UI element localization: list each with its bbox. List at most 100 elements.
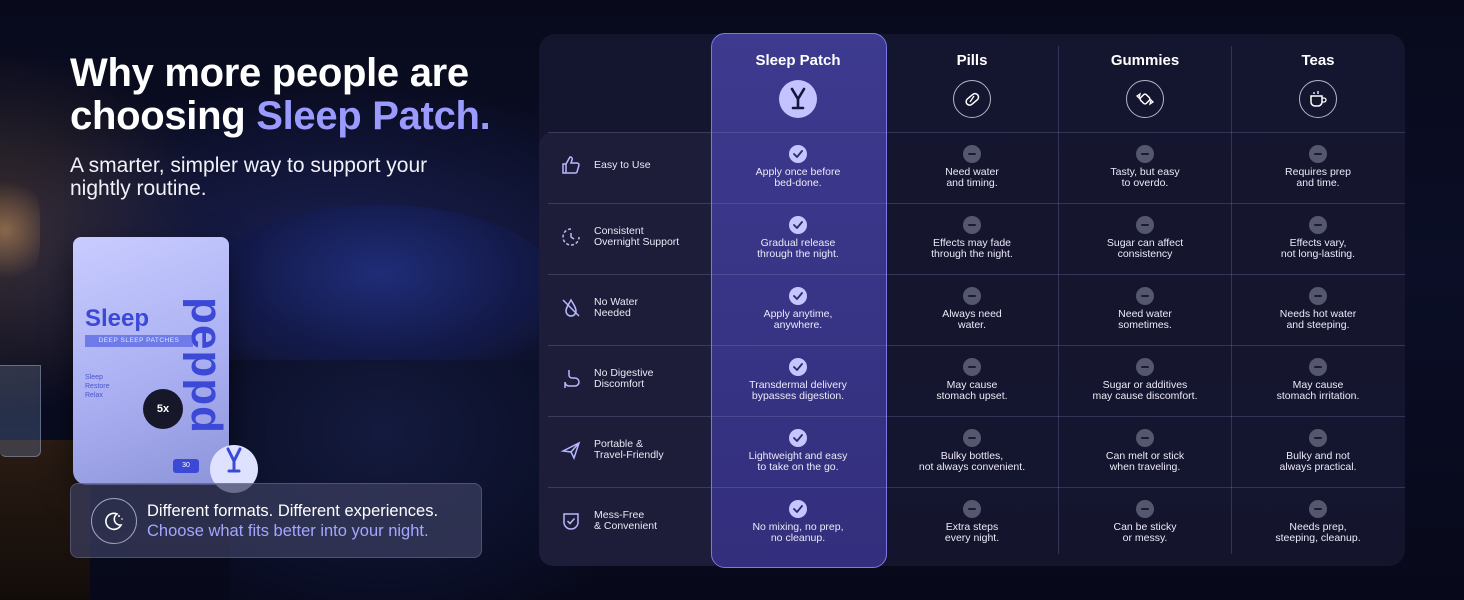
check-icon: [789, 287, 807, 305]
row-divider: [548, 203, 1405, 204]
row-divider: [548, 132, 1405, 133]
feature-label: No Digestive Discomfort: [594, 367, 654, 390]
dash-icon: [963, 216, 981, 234]
dash-icon: [1136, 429, 1154, 447]
row-divider: [548, 487, 1405, 488]
no-water-icon: [562, 298, 580, 317]
feature-label: Mess-Free & Convenient: [594, 509, 658, 532]
comparison-cell: Apply anytime, anywhere.: [711, 287, 885, 331]
cell-text: Can melt or stick when traveling.: [1105, 450, 1185, 473]
water-glass: [0, 365, 41, 457]
comparison-cell: Effects may fade through the night.: [885, 216, 1059, 260]
comparison-cell: Can melt or stick when traveling.: [1058, 429, 1232, 473]
row-divider: [548, 416, 1405, 417]
column-header-teas: Teas: [1301, 52, 1335, 69]
feature-label: Easy to Use: [594, 158, 651, 171]
dash-icon: [1309, 429, 1327, 447]
cell-text: Tasty, but easy to overdo.: [1110, 166, 1180, 189]
comparison-cell: Always need water.: [885, 287, 1059, 331]
tea-cup-icon: [1299, 80, 1337, 118]
cell-text: Always need water.: [942, 308, 1002, 331]
feature-overnight-support: Consistent Overnight Support: [560, 226, 679, 248]
pouch-count: 30: [173, 459, 199, 473]
dash-icon: [963, 145, 981, 163]
pouch-name: Sleep: [85, 305, 150, 332]
comparison-cell: Bulky and not always practical.: [1231, 429, 1405, 473]
lamp-glow: [0, 170, 40, 290]
dash-icon: [1136, 358, 1154, 376]
comparison-cell: Effects vary, not long-lasting.: [1231, 216, 1405, 260]
dash-icon: [1309, 216, 1327, 234]
dash-icon: [1136, 145, 1154, 163]
pouch-benefit: Restore: [85, 383, 110, 390]
feature-easy-to-use: Easy to Use: [560, 154, 651, 176]
cell-text: May cause stomach upset.: [936, 379, 1008, 402]
check-icon: [789, 429, 807, 447]
column-header-pills: Pills: [956, 52, 988, 69]
comparison-cell: Bulky bottles, not always convenient.: [885, 429, 1059, 473]
feature-no-digestive: No Digestive Discomfort: [560, 368, 654, 390]
column-divider: [1231, 46, 1232, 554]
cell-text: Needs hot water and steeping.: [1279, 308, 1357, 331]
dash-icon: [1136, 216, 1154, 234]
comparison-cell: Can be sticky or messy.: [1058, 500, 1232, 544]
feature-no-water: No Water Needed: [560, 297, 638, 319]
headline: Why more people are choosing Sleep Patch…: [70, 51, 491, 138]
cell-text: Apply anytime, anywhere.: [763, 308, 833, 331]
cell-text: Bulky and not always practical.: [1279, 450, 1357, 473]
pouch-subtitle: DEEP SLEEP PATCHES: [85, 335, 193, 347]
headline-line1: Why more people are: [70, 51, 469, 95]
dash-icon: [963, 287, 981, 305]
pouch-strength-badge: 5x: [143, 389, 183, 429]
plane-icon: [560, 441, 581, 460]
comparison-cell: Extra steps every night.: [885, 500, 1059, 544]
pill-icon: [953, 80, 991, 118]
peppd-logo-icon: [779, 80, 817, 118]
moon-stars-icon: [91, 498, 137, 544]
cell-text: Effects vary, not long-lasting.: [1280, 237, 1356, 260]
callout-line1: Different formats. Different experiences…: [147, 502, 439, 520]
pillow: [200, 205, 560, 375]
column-divider: [1058, 46, 1059, 554]
dash-icon: [1309, 500, 1327, 518]
comparison-cell: Tasty, but easy to overdo.: [1058, 145, 1232, 189]
shield-check-icon: [563, 513, 579, 530]
cell-text: Effects may fade through the night.: [931, 237, 1013, 260]
dash-icon: [1309, 145, 1327, 163]
row-divider: [548, 274, 1405, 275]
feature-label: Portable & Travel-Friendly: [594, 438, 664, 461]
thumbs-up-icon: [562, 156, 580, 174]
check-icon: [789, 145, 807, 163]
comparison-cell: Needs hot water and steeping.: [1231, 287, 1405, 331]
comparison-cell: Sugar or additives may cause discomfort.: [1058, 358, 1232, 402]
pouch-benefit: Relax: [85, 392, 103, 399]
headline-line2-prefix: choosing: [70, 94, 257, 138]
cell-text: Needs prep, steeping, cleanup.: [1275, 521, 1361, 544]
cell-text: Sugar can affect consistency: [1106, 237, 1184, 260]
pouch-logo: peppd: [182, 297, 231, 434]
cell-text: Can be sticky or messy.: [1113, 521, 1177, 544]
cell-text: No mixing, no prep, no cleanup.: [752, 521, 844, 544]
check-icon: [789, 216, 807, 234]
feature-portable: Portable & Travel-Friendly: [560, 439, 664, 461]
cell-text: Lightweight and easy to take on the go.: [748, 450, 848, 473]
dash-icon: [1136, 500, 1154, 518]
dash-icon: [1309, 358, 1327, 376]
dash-icon: [963, 429, 981, 447]
pouch-benefit: Sleep: [85, 374, 103, 381]
comparison-cell: Gradual release through the night.: [711, 216, 885, 260]
pouch-benefits: Sleep Restore Relax: [85, 373, 110, 400]
comparison-cell: Transdermal delivery bypasses digestion.: [711, 358, 885, 402]
subheadline: A smarter, simpler way to support your n…: [70, 154, 428, 200]
column-header-sleep-patch: Sleep Patch: [755, 52, 841, 69]
product-pouch: Sleep DEEP SLEEP PATCHES Sleep Restore R…: [73, 237, 231, 485]
comparison-cell: Need water sometimes.: [1058, 287, 1232, 331]
feature-column: [539, 132, 714, 566]
row-divider: [548, 345, 1405, 346]
column-header-gummies: Gummies: [1110, 52, 1180, 69]
candy-icon: [1126, 80, 1164, 118]
comparison-cell: Need water and timing.: [885, 145, 1059, 189]
comparison-cell: No mixing, no prep, no cleanup.: [711, 500, 885, 544]
feature-label: No Water Needed: [594, 296, 638, 319]
comparison-cell: Lightweight and easy to take on the go.: [711, 429, 885, 473]
